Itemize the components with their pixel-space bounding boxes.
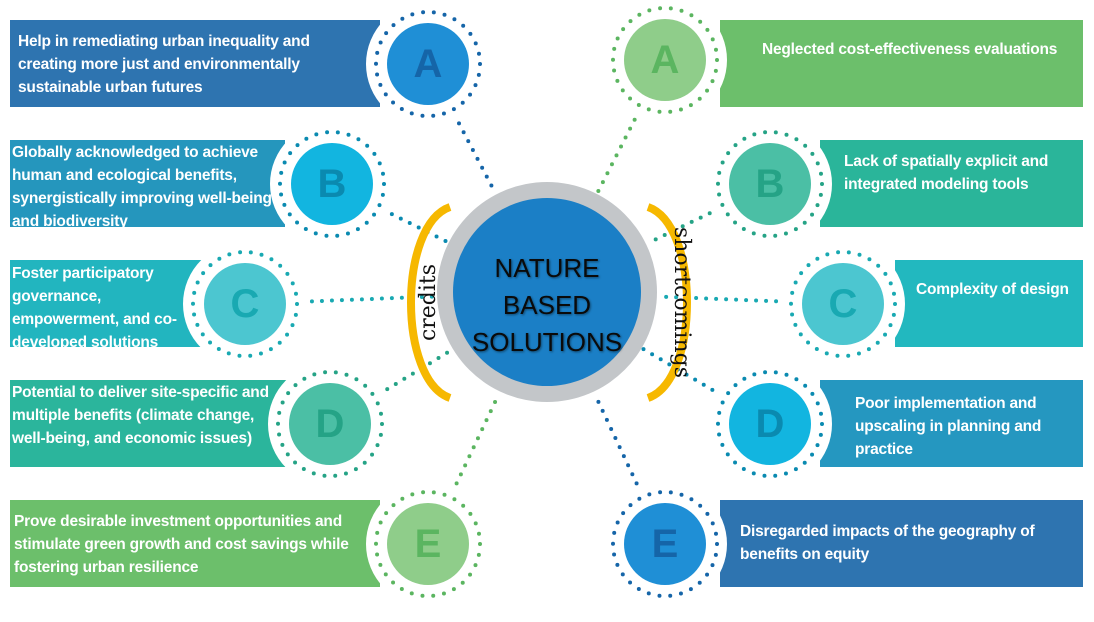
center-title-line: SOLUTIONS	[471, 327, 623, 357]
shortcomings-letter: D	[755, 402, 785, 446]
letter-circle	[624, 503, 706, 585]
center-title-line: BASED	[502, 290, 592, 320]
credits-letter: A	[413, 42, 443, 86]
left-bracket	[407, 203, 452, 402]
connector-line	[645, 206, 721, 246]
shortcomings-text: Disregarded impacts of the geography of …	[740, 523, 1035, 563]
center-core	[453, 198, 641, 386]
letter-circle	[624, 19, 706, 101]
center-title-line: NATURE	[494, 253, 600, 283]
dotted-ring-icon	[278, 130, 386, 238]
dotted-ring-icon	[611, 6, 719, 114]
letter-circle	[291, 143, 373, 225]
letter-circle	[387, 23, 469, 105]
dotted-ring-icon	[276, 370, 384, 478]
credits-letter: E	[414, 522, 442, 566]
connector-line	[452, 112, 498, 195]
letter-circle	[289, 383, 371, 465]
shortcomings-text: Neglected cost-effectiveness evaluations	[762, 41, 1058, 58]
connector-line	[380, 207, 449, 244]
dotted-ring-icon	[716, 370, 824, 478]
shortcomings-banner	[720, 20, 1083, 107]
shortcomings-letter: B	[755, 162, 785, 206]
shortcomings-text: Complexity of design	[916, 281, 1069, 298]
shortcomings-letter: E	[651, 522, 679, 566]
dotted-ring-icon	[611, 490, 719, 598]
dotted-ring-icon	[191, 250, 299, 358]
letter-circle	[729, 143, 811, 225]
shortcomings-letter: A	[650, 38, 680, 82]
shortcomings-banner	[895, 260, 1083, 347]
credits-text: Potential to deliver site-specific and m…	[12, 384, 269, 447]
connector-line	[656, 294, 789, 304]
right-bracket	[646, 203, 691, 402]
credits-banner	[10, 380, 290, 467]
shortcomings-text: Lack of spatially explicit and integrate…	[844, 153, 1049, 193]
dotted-ring-icon	[789, 250, 897, 358]
connector-line	[450, 391, 502, 495]
letter-circle	[204, 263, 286, 345]
credits-text: Globally acknowledged to achieve human a…	[12, 144, 272, 230]
credits-text: Foster participatory governance, empower…	[12, 265, 177, 351]
credits-letter: B	[317, 162, 347, 206]
dotted-ring-icon	[716, 130, 824, 238]
letter-circle	[729, 383, 811, 465]
credits-letter: C	[230, 282, 260, 326]
shortcomings-banner	[820, 380, 1083, 467]
credits-text: Prove desirable investment opportunities…	[14, 513, 349, 576]
center-title: NATURE BASED SOLUTIONS	[452, 250, 642, 361]
shortcomings-letter: C	[828, 282, 858, 326]
dotted-ring-icon	[374, 10, 482, 118]
connector-line	[376, 348, 454, 397]
shortcomings-banner	[720, 500, 1083, 587]
credits-banner	[10, 260, 205, 347]
letter-circle	[387, 503, 469, 585]
dotted-ring-icon	[374, 490, 482, 598]
connector-line	[595, 108, 642, 195]
credits-banner	[10, 140, 285, 227]
credits-text: Help in remediating urban inequality and…	[18, 33, 310, 96]
letter-circle	[802, 263, 884, 345]
connector-line	[592, 391, 643, 495]
credits-letter: D	[315, 402, 345, 446]
credits-label: credits	[416, 263, 442, 342]
credits-banner	[10, 500, 380, 587]
shortcomings-text: Poor implementation and upscaling in pla…	[855, 395, 1042, 458]
shortcomings-label: shortcomings	[669, 226, 695, 379]
shortcomings-banner	[820, 140, 1083, 227]
credits-banner	[10, 20, 380, 107]
